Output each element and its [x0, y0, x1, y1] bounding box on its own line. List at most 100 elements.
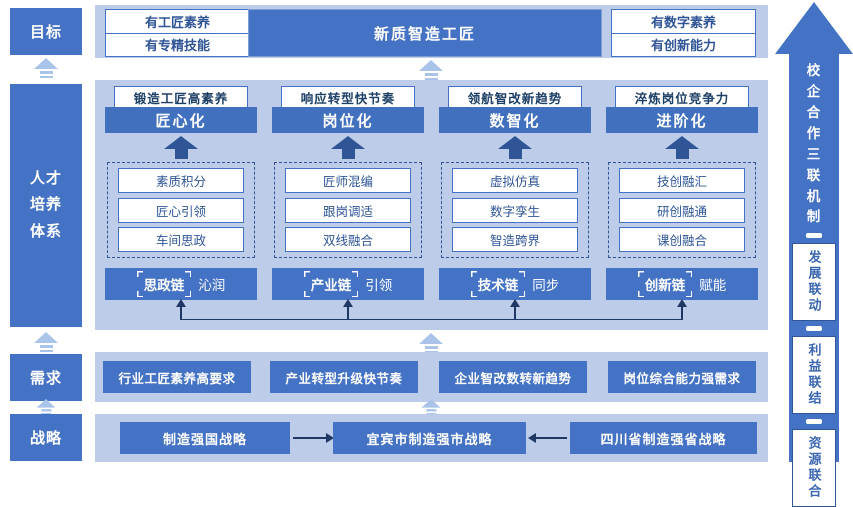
rail-label-goal-text: 目标 [29, 24, 62, 41]
column-item: 研创融通 [619, 197, 745, 223]
rail-label-demand: 需求 [10, 354, 82, 401]
chain-name: 思政链 [137, 271, 192, 297]
up-arrow-icon [34, 332, 58, 352]
arrow-head [498, 136, 532, 149]
rail-label-strategy: 战略 [10, 414, 82, 461]
column-item: 双线融合 [285, 227, 411, 253]
left-arrow-icon [528, 433, 567, 442]
right-arrow-icon [293, 433, 334, 442]
up-arrow-bar [424, 77, 438, 80]
mechanism-rail: 校企合作三联机制 发展联动 利益联结 资源联合 [775, 0, 853, 507]
up-arrow-bar [40, 412, 52, 415]
mechanism-link-box: 利益联结 [792, 336, 836, 415]
arrow-shaft [508, 149, 522, 159]
up-arrow-icon [419, 333, 443, 353]
rail-label-system-text: 人才培养体系 [29, 170, 62, 240]
chain-name: 技术链 [471, 271, 526, 297]
mechanism-link-box: 资源联合 [792, 429, 836, 507]
column-item: 车间思政 [118, 227, 244, 253]
up-arrow-bar [39, 349, 53, 352]
column-advanced: 淬炼岗位竞争力 进阶化 技创融汇 研创融通 课创融合 创新链 赋能 [606, 80, 758, 330]
column-digital: 领航智改新趋势 数智化 虚拟仿真 数字孪生 智造跨界 技术链 同步 [439, 80, 591, 330]
column-dashed-group: 素质积分 匠心引领 车间思政 [107, 162, 255, 258]
column-banner: 领航智改新趋势 [448, 86, 582, 109]
up-arrow-bar [39, 75, 53, 78]
demand-item: 产业转型升级快节奏 [270, 361, 418, 393]
chain-action: 同步 [532, 278, 560, 293]
mechanism-link-text: 发展联动 [806, 250, 822, 315]
column-mode-bar: 进阶化 [606, 107, 758, 133]
up-arrow-bar [424, 346, 438, 349]
goal-left-stack: 有工匠素养 有专精技能 [105, 9, 250, 57]
up-arrow-bar [425, 409, 437, 412]
big-up-arrow-shaft: 校企合作三联机制 发展联动 利益联结 资源联合 [789, 54, 839, 507]
chain-box: 产业链 引领 [272, 268, 424, 300]
column-post: 响应转型快节奏 岗位化 匠师混编 跟岗调适 双线融合 产业链 引领 [272, 80, 424, 330]
up-arrow-triangle [36, 399, 56, 408]
goal-item: 有专精技能 [106, 32, 249, 57]
chain-connector-arrow [176, 299, 186, 320]
strategy-band: 制造强国战略 宜宾市制造强市战略 四川省制造强省战略 [95, 414, 768, 462]
arrow-shaft [174, 149, 188, 159]
column-item: 技创融汇 [619, 167, 745, 193]
big-up-arrow-head [775, 2, 853, 54]
mechanism-link-box: 发展联动 [792, 243, 836, 322]
arrow-shaft [675, 149, 689, 159]
column-banner: 淬炼岗位竞争力 [615, 86, 749, 109]
column-item: 课创融合 [619, 227, 745, 253]
column-mode-bar: 匠心化 [105, 107, 257, 133]
column-dashed-group: 虚拟仿真 数字孪生 智造跨界 [441, 162, 589, 258]
column-dashed-group: 技创融汇 研创融通 课创融合 [608, 162, 756, 258]
chain-box: 创新链 赋能 [606, 268, 758, 300]
strategy-national-box: 制造强国战略 [120, 422, 290, 454]
rail-label-system: 人才培养体系 [10, 84, 82, 327]
demand-item: 企业智改数转新趋势 [439, 361, 587, 393]
goal-item: 有创新能力 [612, 32, 755, 57]
arrow-head [665, 136, 699, 149]
chain-connector-arrow [343, 299, 353, 320]
goal-item: 有工匠素养 [144, 14, 210, 30]
chain-connector-arrow [510, 299, 520, 320]
up-arrow-bar [425, 412, 437, 415]
chain-name: 产业链 [304, 271, 359, 297]
rail-label-strategy-text: 战略 [29, 430, 62, 447]
up-arrow-icon [665, 136, 699, 159]
column-dashed-group: 匠师混编 跟岗调适 双线融合 [274, 162, 422, 258]
column-item: 数字孪生 [452, 197, 578, 223]
up-arrow-icon [421, 399, 441, 415]
chain-connector-line [181, 319, 682, 320]
goal-right-stack: 有数字素养 有创新能力 [611, 9, 756, 57]
column-item: 匠心引领 [118, 197, 244, 223]
column-item: 虚拟仿真 [452, 167, 578, 193]
goal-center-box: 新质智造工匠 [248, 9, 602, 57]
chain-link-dash [806, 233, 822, 239]
column-craftsmanship: 锻造工匠高素养 匠心化 素质积分 匠心引领 车间思政 思政链 沁润 [105, 80, 257, 330]
arrow-shaft [341, 149, 355, 159]
chain-link-dash [806, 326, 822, 332]
arrow-head [164, 136, 198, 149]
arrow-head [331, 136, 365, 149]
up-arrow-bar [40, 409, 52, 412]
up-arrow-bar [39, 345, 53, 348]
up-arrow-bar [424, 73, 438, 76]
up-arrow-icon [419, 60, 443, 80]
up-arrow-icon [34, 58, 58, 78]
up-arrow-triangle [419, 333, 443, 344]
up-arrow-icon [498, 136, 532, 159]
column-item: 跟岗调适 [285, 197, 411, 223]
chain-action: 沁润 [198, 278, 226, 293]
column-banner: 锻造工匠高素养 [114, 86, 248, 109]
column-banner: 响应转型快节奏 [281, 86, 415, 109]
chain-name: 创新链 [638, 271, 693, 297]
up-arrow-icon [36, 399, 56, 415]
mechanism-link-text: 资源联合 [806, 436, 822, 501]
talent-system-band: 锻造工匠高素养 匠心化 素质积分 匠心引领 车间思政 思政链 沁润 响应转型快节… [95, 80, 768, 330]
up-arrow-icon [164, 136, 198, 159]
up-arrow-triangle [419, 60, 443, 71]
chain-action: 赋能 [699, 278, 727, 293]
up-arrow-triangle [34, 332, 58, 343]
up-arrow-icon [331, 136, 365, 159]
mechanism-link-text: 利益联结 [806, 343, 822, 408]
rail-label-demand-text: 需求 [29, 370, 62, 387]
column-mode-bar: 岗位化 [272, 107, 424, 133]
